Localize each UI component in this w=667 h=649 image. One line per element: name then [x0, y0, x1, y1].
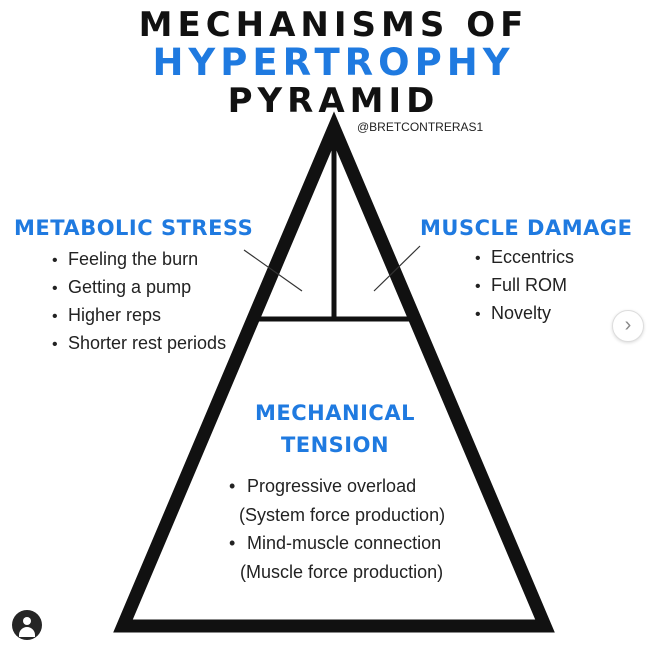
bullet-icon: • — [52, 336, 58, 353]
bullet-icon: • — [475, 250, 481, 267]
chevron-right-icon: › — [624, 314, 632, 336]
title-line-2: HYPERTROPHY — [152, 41, 515, 84]
metabolic-stress-heading: METABOLIC STRESS — [14, 216, 254, 240]
bullet-icon: • — [475, 306, 481, 323]
pyramid-outline — [113, 111, 555, 633]
list-item: •Full ROM — [475, 271, 574, 299]
muscle-damage-heading: MUSCLE DAMAGE — [420, 216, 633, 240]
metabolic-pointer-line — [243, 249, 303, 292]
bullet-icon: • — [52, 280, 58, 297]
list-item: •Shorter rest periods — [52, 329, 226, 357]
bullet-icon: • — [229, 476, 236, 496]
list-item: •Feeling the burn — [52, 245, 226, 273]
list-item: •Eccentrics — [475, 243, 574, 271]
list-item: •Higher reps — [52, 301, 226, 329]
list-item: •Progressive overload — [229, 472, 416, 500]
muscle-damage-list: •Eccentrics •Full ROM •Novelty — [475, 243, 574, 327]
list-item: •Novelty — [475, 299, 574, 327]
list-item-subtext: (Muscle force production) — [240, 562, 444, 582]
list-item-subtext: (System force production) — [239, 505, 446, 525]
bullet-icon: • — [229, 533, 236, 553]
next-image-button[interactable]: › — [612, 310, 644, 342]
author-handle: @BRETCONTRERAS1 — [357, 120, 484, 134]
bullet-icon: • — [475, 278, 481, 295]
metabolic-stress-list: •Feeling the burn •Getting a pump •Highe… — [52, 245, 226, 357]
mechanical-tension-heading-line-2: TENSION — [280, 433, 390, 457]
list-item: •Getting a pump — [52, 273, 226, 301]
list-item: •Mind-muscle connection — [229, 529, 441, 557]
mechanical-tension-heading-line-1: MECHANICAL — [255, 401, 415, 425]
avatar-icon[interactable] — [12, 610, 42, 640]
title-line-3: PYRAMID — [227, 81, 440, 121]
bullet-icon: • — [52, 308, 58, 325]
title-line-1: MECHANISMS OF — [138, 5, 529, 45]
bullet-icon: • — [52, 252, 58, 269]
damage-pointer-line — [373, 245, 421, 292]
